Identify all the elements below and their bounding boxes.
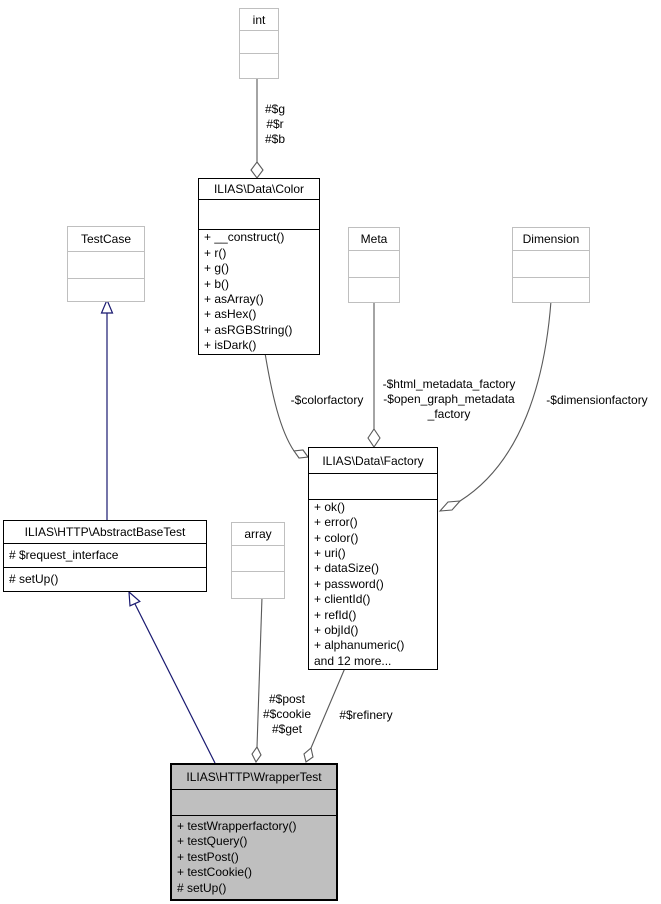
edge-label-line: #$b xyxy=(264,132,286,146)
method-row: + password() xyxy=(314,576,384,591)
class-box-wrappertest: ILIAS\HTTP\WrapperTest + testWrapperfacto… xyxy=(170,763,338,901)
method-row: + testPost() xyxy=(177,849,239,864)
method-row: + alphanumeric() xyxy=(314,638,405,653)
attributes-compartment xyxy=(172,790,336,815)
method-row: + g() xyxy=(204,261,230,276)
methods-compartment xyxy=(513,277,589,302)
edge-abstractbasetest-wrapper-inheritance xyxy=(128,590,216,764)
method-row: + dataSize() xyxy=(314,561,380,576)
edge-label-line: -$dimensionfactory xyxy=(546,393,648,407)
class-box-array: array xyxy=(231,522,285,599)
method-row: + objId() xyxy=(314,623,359,638)
class-title-testcase: TestCase xyxy=(68,227,144,252)
attributes-compartment: # $request_interface xyxy=(4,544,206,567)
class-box-color[interactable]: ILIAS\Data\Color + __construct()+ r()+ g(… xyxy=(198,178,320,355)
class-title-wrappertest: ILIAS\HTTP\WrapperTest xyxy=(172,765,336,790)
method-row: + color() xyxy=(314,530,359,545)
class-title-abstractbasetest[interactable]: ILIAS\HTTP\AbstractBaseTest xyxy=(4,521,206,544)
methods-compartment xyxy=(240,53,278,78)
method-row: # setUp() xyxy=(9,571,59,586)
method-row: + error() xyxy=(314,515,358,530)
method-row: + refId() xyxy=(314,607,357,622)
methods-compartment xyxy=(232,571,284,598)
class-box-factory[interactable]: ILIAS\Data\Factory + ok()+ error()+ color… xyxy=(308,447,438,670)
attribute-row: # $request_interface xyxy=(9,547,119,562)
method-row: + ok() xyxy=(314,499,346,514)
edge-label-line: #$post xyxy=(268,692,306,706)
methods-compartment: + ok()+ error()+ color()+ uri()+ dataSiz… xyxy=(309,499,437,669)
label-metadata-factory: -$html_metadata_factory-$open_graph_meta… xyxy=(383,377,516,422)
method-row: and 12 more... xyxy=(314,653,392,668)
label-refinery: #$refinery xyxy=(339,708,392,723)
edge-label-line: _factory xyxy=(427,407,471,421)
class-title-meta: Meta xyxy=(349,228,399,251)
class-title-color[interactable]: ILIAS\Data\Color xyxy=(199,179,319,200)
method-row: + asHex() xyxy=(204,307,257,322)
class-title-array: array xyxy=(232,523,284,546)
method-row: + asRGBString() xyxy=(204,322,293,337)
edge-label-line: #$g xyxy=(264,102,286,116)
methods-compartment: + __construct()+ r()+ g()+ b()+ asArray(… xyxy=(199,229,319,354)
class-title-int: int xyxy=(240,9,278,31)
edge-label-line: #$get xyxy=(271,722,303,736)
method-row: + b() xyxy=(204,276,230,291)
edge-int-color-aggregation xyxy=(250,77,264,179)
methods-compartment: # setUp() xyxy=(4,567,206,591)
edge-label-line: #$r xyxy=(266,117,284,131)
edge-label-line: -$colorfactory xyxy=(290,393,364,407)
label-dimensionfactory: -$dimensionfactory xyxy=(546,393,647,408)
methods-compartment: + testWrapperfactory()+ testQuery()+ tes… xyxy=(172,815,336,899)
edge-dimension-factory-aggregation xyxy=(438,300,552,512)
attributes-compartment xyxy=(240,31,278,53)
class-box-abstractbasetest[interactable]: ILIAS\HTTP\AbstractBaseTest # $request_in… xyxy=(3,520,207,592)
attributes-compartment xyxy=(309,474,437,499)
methods-compartment xyxy=(349,277,399,302)
label-post-cookie-get: #$post#$cookie#$get xyxy=(263,692,311,737)
method-row: + isDark() xyxy=(204,338,257,353)
label-colorfactory: -$colorfactory xyxy=(291,393,364,408)
edge-label-line: #$cookie xyxy=(262,707,312,721)
method-row: + testCookie() xyxy=(177,865,253,880)
method-row: + testWrapperfactory() xyxy=(177,818,297,833)
class-box-meta: Meta xyxy=(348,227,400,303)
edge-factory-wrapper-aggregation xyxy=(303,667,346,763)
class-title-factory[interactable]: ILIAS\Data\Factory xyxy=(309,448,437,474)
class-title-dimension: Dimension xyxy=(513,228,589,251)
attributes-compartment xyxy=(199,200,319,229)
label-int-color: #$g#$r#$b xyxy=(265,102,285,147)
methods-compartment xyxy=(68,278,144,301)
method-row: + clientId() xyxy=(314,592,371,607)
method-row: # setUp() xyxy=(177,880,227,895)
attributes-compartment xyxy=(513,251,589,277)
edge-color-factory-aggregation xyxy=(264,352,309,459)
edge-array-wrapper-aggregation xyxy=(251,596,263,764)
edge-meta-factory-aggregation xyxy=(367,301,381,448)
attributes-compartment xyxy=(349,251,399,277)
class-box-dimension: Dimension xyxy=(512,227,590,303)
edge-testcase-abstractbasetest-inheritance xyxy=(100,298,114,520)
attributes-compartment xyxy=(232,546,284,571)
method-row: + r() xyxy=(204,245,227,260)
method-row: + testQuery() xyxy=(177,834,248,849)
attributes-compartment xyxy=(68,252,144,278)
method-row: + uri() xyxy=(314,545,346,560)
method-row: + asArray() xyxy=(204,292,264,306)
edge-label-line: #$refinery xyxy=(339,708,393,722)
class-box-testcase: TestCase xyxy=(67,226,145,302)
method-row: + __construct() xyxy=(204,230,285,245)
edge-label-line: -$html_metadata_factory xyxy=(382,377,516,391)
class-box-int: int xyxy=(239,8,279,79)
edge-label-line: -$open_graph_metadata xyxy=(383,392,515,406)
